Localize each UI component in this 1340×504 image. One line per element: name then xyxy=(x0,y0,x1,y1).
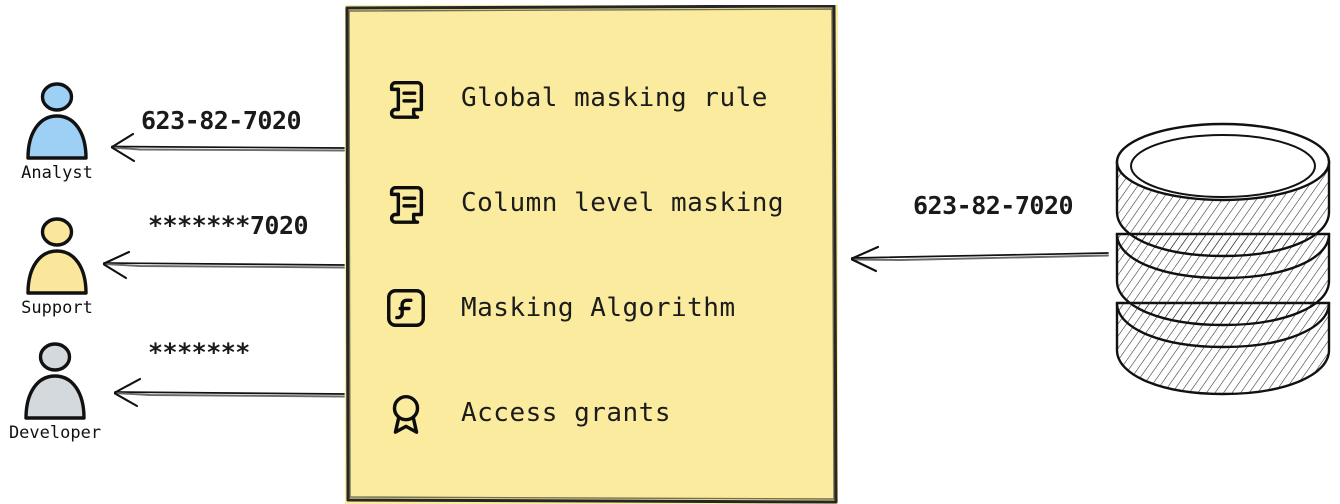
panel-item-access-grants[interactable]: Access grants xyxy=(383,360,838,465)
actor-name: Support xyxy=(21,298,93,318)
flow-label-analyst: 623-82-7020 xyxy=(141,106,302,135)
arrow-to-support xyxy=(102,250,345,280)
panel-item-label: Column level masking xyxy=(461,187,785,218)
actor-name: Analyst xyxy=(21,163,93,183)
panel-item-column-level-masking[interactable]: Column level masking xyxy=(383,150,838,255)
person-icon xyxy=(24,342,86,420)
scroll-icon xyxy=(383,75,429,121)
actor-developer[interactable]: Developer xyxy=(0,340,110,443)
flow-label-database: 623-82-7020 xyxy=(913,191,1074,220)
panel-item-masking-algorithm[interactable]: Masking Algorithm xyxy=(383,255,838,360)
flow-label-support: *******7020 xyxy=(148,211,309,240)
arrow-database-to-panel xyxy=(850,245,1109,273)
arrow-to-developer xyxy=(113,377,345,408)
award-icon xyxy=(383,390,429,436)
arrow-to-analyst xyxy=(110,132,345,163)
database-cylinder-icon xyxy=(1108,118,1338,403)
panel-item-label: Global masking rule xyxy=(461,82,768,113)
panel-item-label: Access grants xyxy=(461,397,671,428)
panel-item-global-masking-rule[interactable]: Global masking rule xyxy=(383,45,838,150)
actor-name: Developer xyxy=(8,423,102,443)
masking-policy-list: Global masking rule Column level masking xyxy=(345,5,838,504)
flow-label-developer: ******* xyxy=(148,338,250,367)
actor-support[interactable]: Support xyxy=(2,215,112,318)
scroll-icon xyxy=(383,180,429,226)
person-icon xyxy=(26,217,88,295)
actor-analyst[interactable]: Analyst xyxy=(2,80,112,183)
person-icon xyxy=(26,82,88,160)
function-square-icon xyxy=(383,285,429,331)
panel-item-label: Masking Algorithm xyxy=(461,292,736,323)
